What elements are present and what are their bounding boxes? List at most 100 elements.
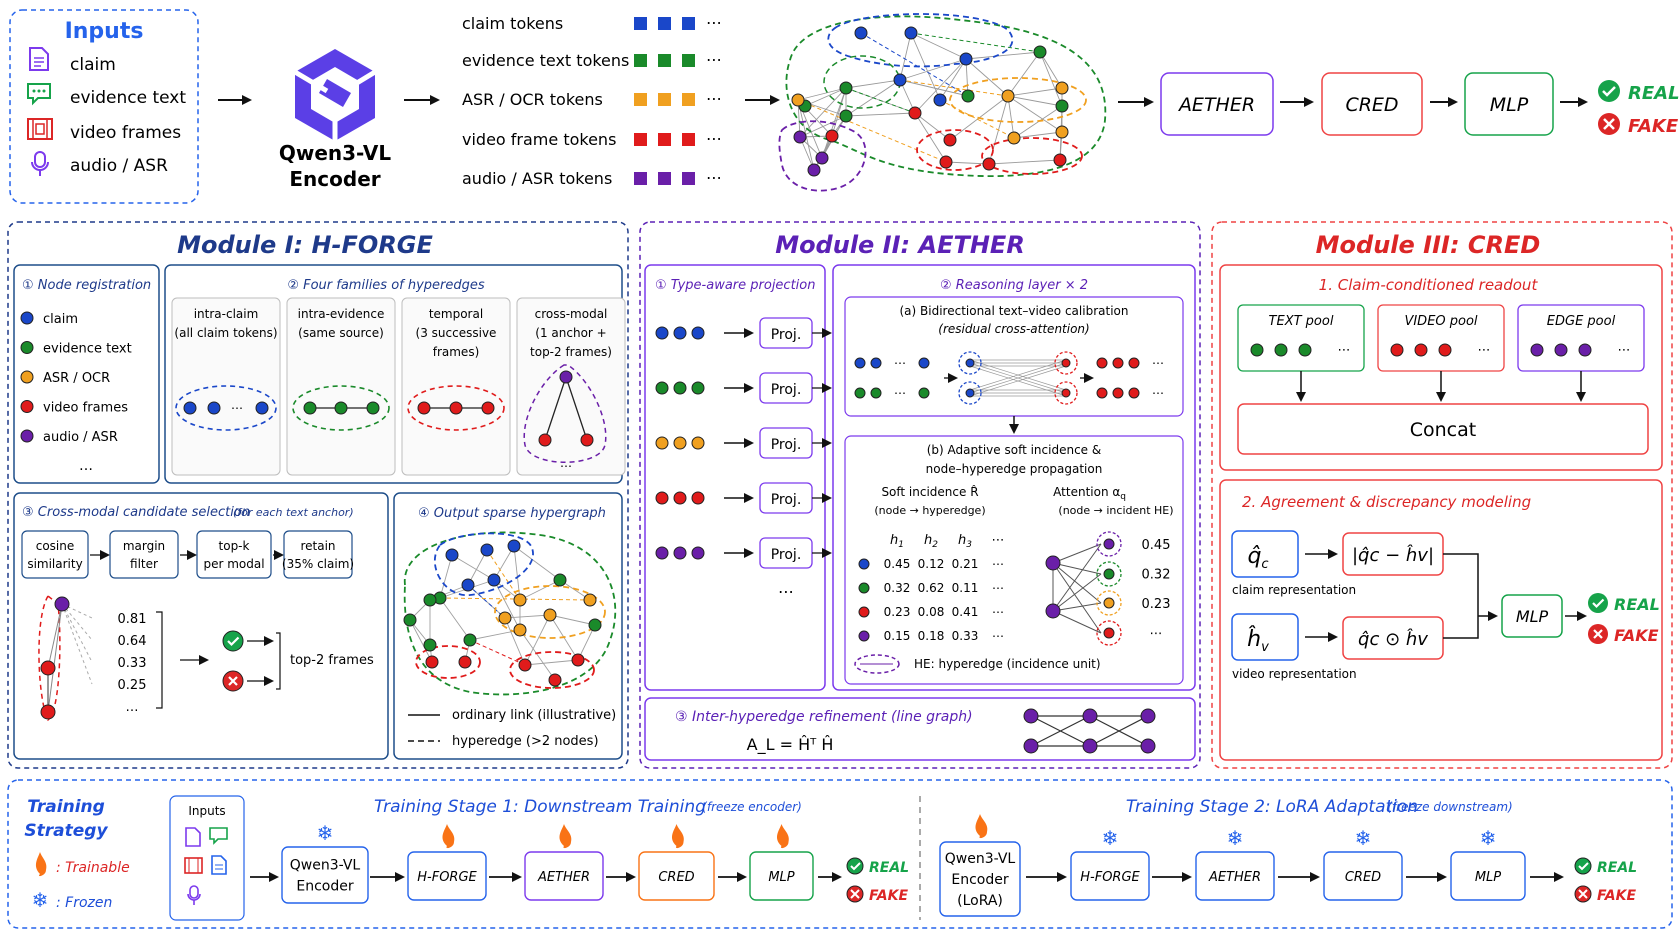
legend-node [20, 429, 34, 443]
graph-node [893, 73, 907, 87]
step-label: similarity [27, 557, 82, 571]
graph-node [588, 618, 602, 632]
graph-edge [1007, 95, 1063, 107]
step-label: per modal [203, 557, 264, 571]
s2-encoder [939, 841, 1021, 917]
stage1-title: Training Stage 1: Downstream Training [374, 797, 706, 817]
top-hypergraph [778, 13, 1107, 192]
input-node [691, 491, 705, 505]
text-node [854, 357, 866, 369]
stage1-note: (freeze encoder) [702, 800, 802, 814]
step-label: cosine [36, 539, 75, 553]
check-icon [1588, 593, 1608, 613]
concat-label: Concat [1410, 419, 1476, 441]
svg-text:⋯: ⋯ [778, 582, 794, 601]
stage-fake-label: FAKE [1597, 888, 1636, 904]
s2-mlp [1450, 851, 1526, 901]
line-graph-node [1082, 708, 1098, 724]
legend-node [20, 311, 34, 325]
ellipsis: ⋯ [1478, 343, 1491, 358]
token-list: claim tokens⋯evidence text tokens⋯ASR / … [462, 13, 722, 188]
token-square [682, 93, 695, 106]
inputs-title: Inputs [65, 19, 144, 44]
frame-node [40, 660, 56, 676]
candidate-link [61, 603, 93, 641]
graph-node [403, 613, 417, 627]
pool-node [1554, 343, 1568, 357]
pipeline-step [109, 530, 179, 579]
attention-value: 0.23 [1142, 597, 1171, 612]
graph-edge [914, 112, 947, 163]
stage2-note: (freeze downstream) [1387, 800, 1512, 814]
graph-node [839, 81, 853, 95]
anchor-node [54, 596, 70, 612]
module3-title: Module III: CRED [1316, 231, 1541, 259]
graph-node [825, 129, 839, 143]
attention-link [1052, 562, 1102, 575]
text-anchor-node [965, 358, 975, 368]
candidate-score: 0.33 [118, 656, 147, 671]
reasoning-title: ② Reasoning layer × 2 [940, 278, 1088, 293]
candidate-link [47, 603, 63, 669]
hyperedge-link [910, 32, 1041, 53]
text-node [854, 387, 866, 399]
node [303, 401, 317, 415]
family-subtitle: (1 anchor + [535, 326, 606, 340]
graph-node [807, 163, 821, 177]
attention-source [1045, 555, 1061, 571]
node [417, 401, 431, 415]
video-node [1112, 387, 1124, 399]
ellipsis: ⋯ [1618, 343, 1631, 358]
family-card [516, 297, 626, 476]
agreement-title: 2. Agreement & discrepancy modeling [1242, 493, 1531, 511]
attention-link [1052, 573, 1102, 612]
check-mark [1578, 862, 1589, 871]
graph-node [1055, 125, 1069, 139]
pool-node [1390, 343, 1404, 357]
hyperedge-link [845, 87, 916, 114]
input-node [691, 326, 705, 340]
s2-cred [1323, 851, 1403, 901]
incidence-value: 0.21 [952, 557, 979, 571]
stage2-title: Training Stage 2: LoRA Adaptation [1126, 797, 1418, 817]
graph-node [1055, 81, 1069, 95]
hyperedge-hull [175, 385, 277, 431]
incidence-column-header: h1 [890, 533, 904, 550]
incident-hyperedge [1096, 531, 1122, 557]
svg-text:FAKE: FAKE [1628, 116, 1679, 137]
graph-edge [804, 87, 847, 107]
pool-node [1414, 343, 1428, 357]
graph-node [423, 593, 437, 607]
fire-icon [35, 852, 47, 877]
legend-label: ASR / OCR [43, 371, 110, 386]
cred-mlp-label: MLP [1516, 607, 1549, 626]
candidate-score: … [126, 700, 139, 715]
token-label: video frame tokens [462, 130, 616, 149]
pools: TEXT pool⋯VIDEO pool⋯EDGE pool⋯ [1237, 304, 1645, 402]
projection-rows: Proj.Proj.Proj.Proj.Proj. [655, 317, 832, 569]
training-inputs-label: Inputs [188, 804, 225, 818]
stage-real-label: REAL [1597, 860, 1637, 876]
text-anchor [958, 381, 982, 405]
check-mark [850, 862, 861, 871]
training-title-line1: Training [27, 797, 105, 817]
attention-link [969, 362, 1067, 394]
node [538, 433, 552, 447]
family-title: cross-modal [535, 307, 608, 321]
incident-node [1103, 597, 1115, 609]
graph-node [425, 655, 439, 669]
pool-node [1298, 343, 1312, 357]
training-title-line2: Strategy [24, 821, 108, 841]
graph-node [1053, 153, 1067, 167]
incidence-value: 0.23 [884, 605, 911, 619]
attention-source [1045, 603, 1061, 619]
qc-symbol: q̂c [1247, 544, 1268, 572]
bracket [156, 611, 163, 709]
step-label: retain [300, 539, 335, 553]
s2-encoder-label: (LoRA) [957, 893, 1003, 909]
token-square [634, 93, 647, 106]
video-node [1128, 357, 1140, 369]
graph-node [423, 638, 437, 652]
attention-link [969, 365, 1067, 397]
aether-box: AETHER [1160, 72, 1274, 136]
